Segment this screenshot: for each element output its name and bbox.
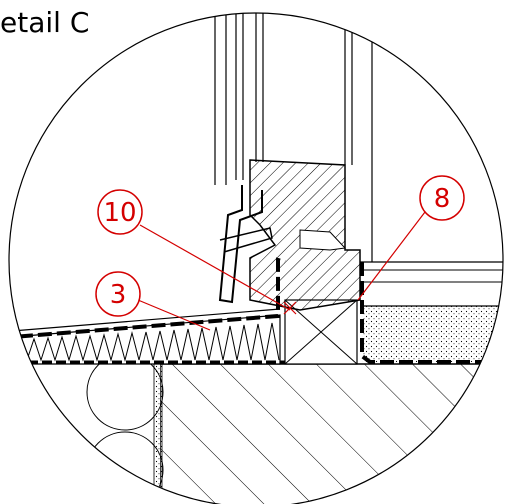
- insulation-zigzag: [19, 322, 280, 362]
- leader-10: [139, 224, 291, 311]
- roof-top-line: [9, 308, 281, 333]
- drip-edge: [219, 227, 273, 253]
- seal-marker: [283, 301, 297, 315]
- leader-3: [137, 299, 211, 331]
- timber-cross-2: [284, 299, 358, 365]
- roof-insulation: [9, 314, 281, 365]
- right-membrane: [360, 262, 503, 364]
- flashing-profile: [218, 185, 263, 304]
- leader-8: [357, 211, 426, 301]
- svg-text:10: 10: [103, 198, 136, 228]
- svg-text:8: 8: [434, 184, 451, 214]
- detail-title: etail C: [0, 6, 90, 39]
- dotted-strip: [153, 363, 163, 504]
- svg-text:3: 3: [110, 280, 127, 310]
- screed-fill: [362, 306, 503, 362]
- frame-seal: [299, 229, 347, 251]
- callout-10: 10: [97, 189, 143, 235]
- detail-circle: [8, 12, 504, 504]
- callout-8: 8: [419, 175, 465, 221]
- glazing-unit: [214, 13, 353, 185]
- callout-3: 3: [95, 271, 141, 317]
